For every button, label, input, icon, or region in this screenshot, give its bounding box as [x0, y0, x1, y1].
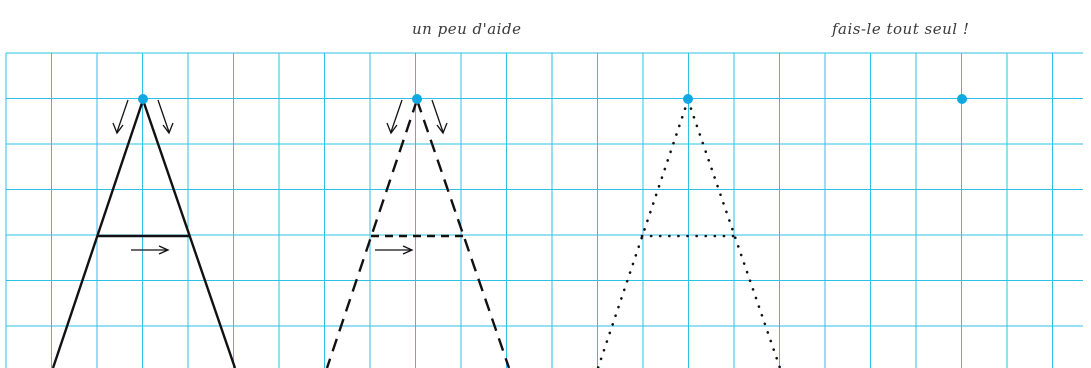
- start-dot-dotted: [683, 94, 693, 104]
- dotted-right-diagonal: [686, 98, 782, 368]
- dotted-left-diagonal: [596, 98, 690, 368]
- letter-dotted-guide: [596, 98, 782, 368]
- stroke-left-diagonal: [51, 99, 145, 368]
- start-dot-alone: [957, 94, 967, 104]
- start-dot-model: [138, 94, 148, 104]
- arrow-down-left-icon: [112, 99, 129, 135]
- letter-dashed-guide: [325, 99, 511, 368]
- arrow-down-right-icon: [157, 99, 174, 135]
- stroke-right-diagonal: [141, 99, 237, 368]
- arrow-right-icon: [131, 245, 170, 255]
- direction-arrows: [112, 99, 448, 255]
- start-dots: [138, 94, 967, 104]
- caption-alone: fais-le tout seul !: [832, 20, 970, 38]
- dashed-right-diagonal: [415, 99, 511, 368]
- letter-solid-model: [51, 99, 237, 368]
- arrow-right-icon: [375, 245, 414, 255]
- arrow-down-right-icon: [431, 99, 448, 135]
- arrow-down-left-icon: [386, 99, 403, 135]
- caption-help: un peu d'aide: [412, 20, 522, 38]
- start-dot-dashed: [412, 94, 422, 104]
- grid-lines: [5, 52, 1083, 368]
- dashed-left-diagonal: [325, 99, 419, 368]
